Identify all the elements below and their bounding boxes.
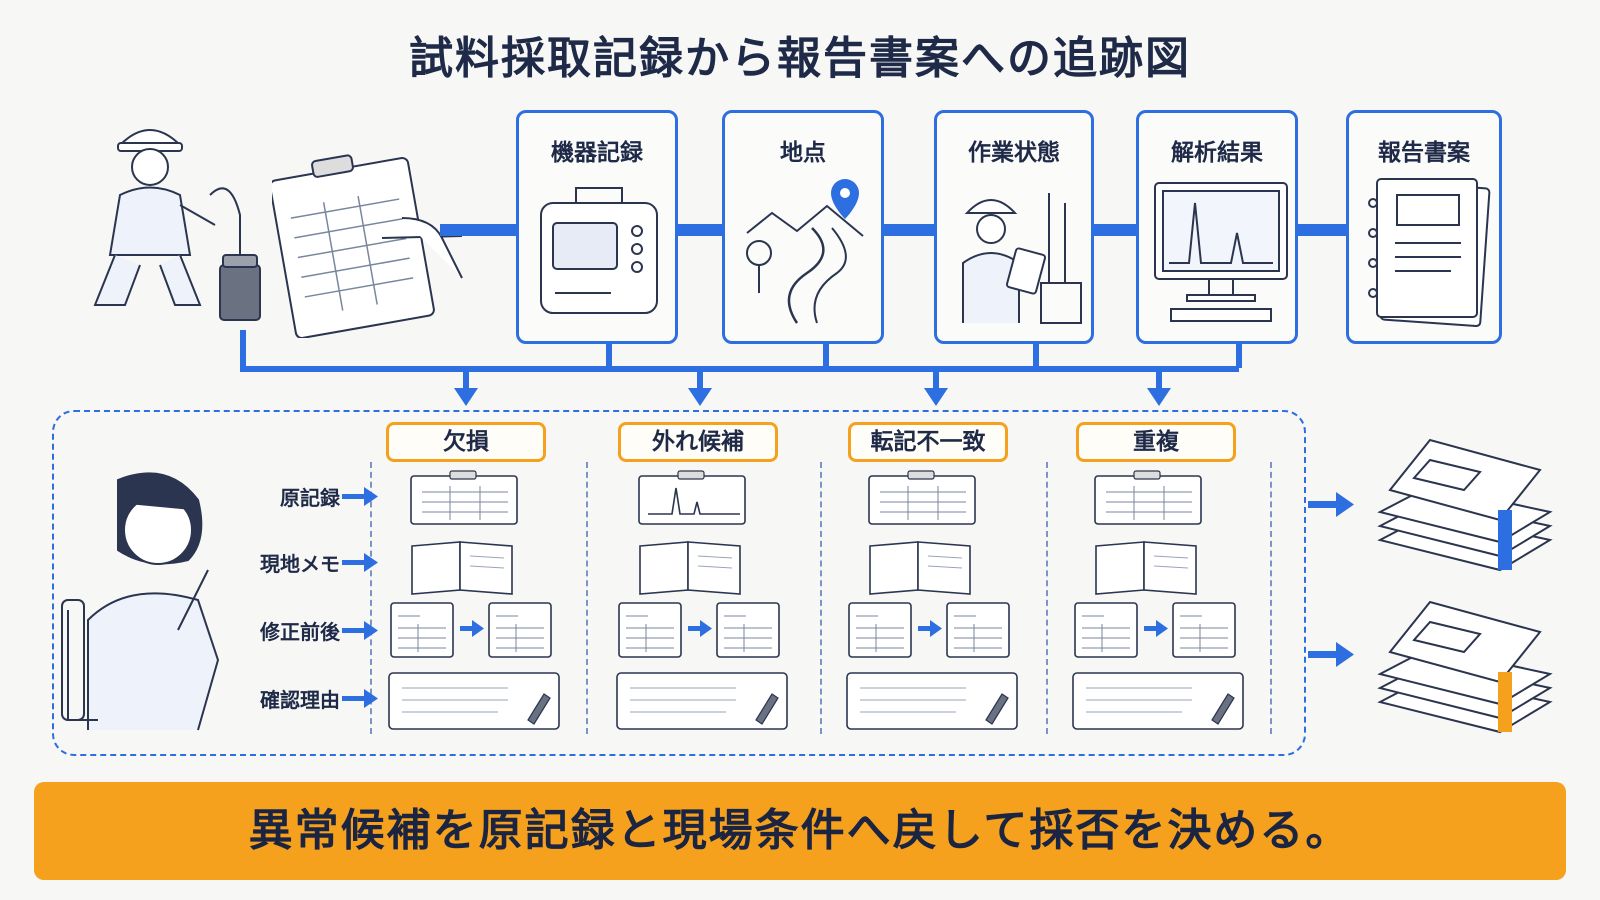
row-arrow-icon [342,689,378,708]
column-divider [1270,462,1272,734]
after-correction-sheet [716,602,780,658]
stage-label: 解析結果 [1171,140,1263,166]
confirmation-note-pen-icon [1072,672,1244,730]
field-memo-notebook-icon [1095,541,1197,595]
row-label-confirm-reason: 確認理由 [260,688,340,712]
accepted-binder-stack-icon [1377,438,1553,572]
bus-drop [1033,344,1039,368]
stage-report-draft: 報告書案 [1346,110,1502,344]
monitor-chart-icon [1154,182,1288,322]
bus-arrows [454,370,1171,406]
stage-label: 地点 [780,140,826,166]
confirmation-note-pen-icon [846,672,1018,730]
rejected-binder-stack-icon [1377,600,1553,734]
correction-arrow-icon [688,620,712,637]
column-divider [1046,462,1048,734]
category-missing: 欠損 [386,422,546,462]
row-arrow-icon [342,621,378,640]
report-binder-icon [1368,178,1491,328]
equipment-icon [540,187,658,314]
after-correction-sheet [1172,602,1236,658]
anomaly-review-panel [52,410,1306,756]
before-correction-sheet [618,602,682,658]
stage-analysis-result: 解析結果 [1136,110,1298,344]
clipboard-writing-icon [272,154,463,338]
stage-label: 作業状態 [968,140,1060,166]
worker-clipboard-icon [962,193,1082,324]
distribution-bus [240,366,1239,372]
field-memo-notebook-icon [869,541,971,595]
correction-arrow-icon [1144,620,1168,637]
bus-drop [823,344,829,368]
reviewer-thinking-icon [61,472,220,731]
field-worker-sampling-icon [93,129,261,321]
row-label-original-record: 原記録 [280,486,340,510]
before-correction-sheet [1074,602,1138,658]
page-title: 試料採取記録から報告書案への追跡図 [409,33,1191,84]
original-record-thumbnail [868,470,976,525]
column-divider [820,462,822,734]
category-duplicate: 重複 [1076,422,1236,462]
stage-work-condition: 作業状態 [934,110,1094,344]
bus-drop-left [240,330,246,370]
column-divider [586,462,588,734]
bus-drop [1236,344,1242,368]
conclusion-banner: 異常候補を原記録と現場条件へ戻して採否を決める。 [34,782,1566,880]
banner-text: 異常候補を原記録と現場条件へ戻して採否を決める。 [248,805,1352,856]
before-correction-sheet [390,602,454,658]
stage-location: 地点 [722,110,884,344]
before-correction-sheet [848,602,912,658]
map-pin-landscape-icon [746,179,864,324]
column-divider [370,462,372,734]
original-record-thumbnail [410,470,518,525]
field-memo-notebook-icon [411,541,513,595]
after-correction-sheet [488,602,552,658]
stage-label: 機器記録 [551,140,643,166]
correction-arrow-icon [918,620,942,637]
original-record-thumbnail [638,470,746,525]
stage-equipment-record: 機器記録 [516,110,678,344]
confirmation-note-pen-icon [388,672,560,730]
bus-drop [606,344,612,368]
original-record-thumbnail [1094,470,1202,525]
row-arrow-icon [342,487,378,506]
after-correction-sheet [946,602,1010,658]
category-transcription-mismatch: 転記不一致 [848,422,1008,462]
correction-arrow-icon [460,620,484,637]
field-memo-notebook-icon [639,541,741,595]
output-arrow-icon [1308,642,1354,667]
row-label-before-after: 修正前後 [260,620,340,644]
stage-label: 報告書案 [1378,140,1470,166]
category-outlier-candidate: 外れ候補 [618,422,778,462]
row-label-field-memo: 現地メモ [260,552,340,576]
confirmation-note-pen-icon [616,672,788,730]
row-arrow-icon [342,553,378,572]
output-arrow-icon [1308,492,1354,517]
